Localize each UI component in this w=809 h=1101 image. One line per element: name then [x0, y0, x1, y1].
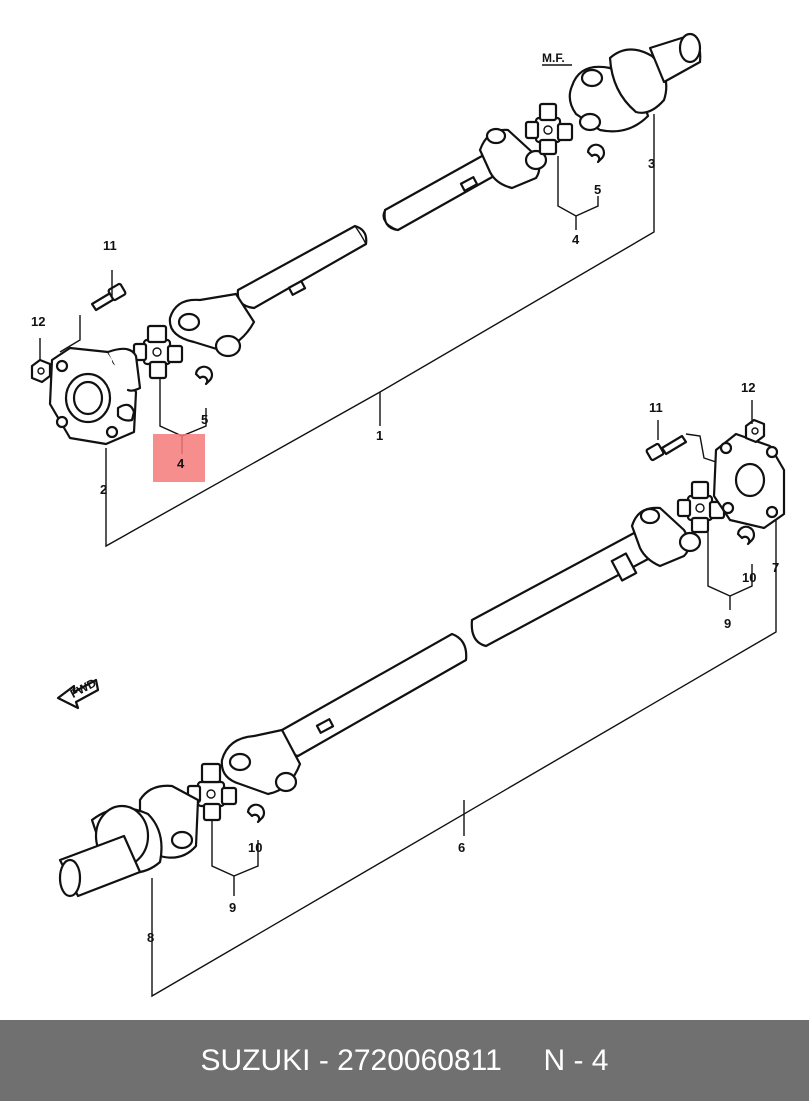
callout-11-left: 11	[103, 238, 117, 253]
callout-11-right: 11	[649, 400, 663, 415]
callout-4-top: 4	[572, 232, 580, 247]
mf-mark: M.F.	[542, 51, 565, 65]
callout-10-right: 10	[742, 570, 756, 585]
lower-tube-left-yoke	[220, 728, 302, 796]
lower-right-nut	[744, 418, 766, 444]
lower-shaft-tube	[280, 530, 652, 758]
upper-left-bolt	[90, 282, 127, 312]
lower-right-bolt	[645, 434, 688, 462]
callout-5-mid: 5	[201, 412, 208, 427]
upper-tube-left-yoke	[168, 292, 256, 358]
callout-5-top: 5	[594, 182, 601, 197]
flange-yoke	[568, 32, 702, 133]
callout-12-right: 12	[741, 380, 755, 395]
upper-shaft-assembly: M.F.	[30, 32, 702, 548]
upper-tube-right-yoke	[478, 127, 548, 190]
part-number-footer: SUZUKI - 2720060811 N - 4	[0, 1020, 809, 1101]
callout-2: 2	[100, 482, 107, 497]
callout-10-left: 10	[248, 840, 262, 855]
callout-9-right: 9	[724, 616, 731, 631]
lower-left-snap-ring	[246, 803, 265, 824]
callout-7: 7	[772, 560, 779, 575]
upper-left-nut	[30, 358, 52, 384]
callout-6: 6	[458, 840, 465, 855]
callout-9-left: 9	[229, 900, 236, 915]
lower-flange-yoke	[712, 432, 786, 530]
callout-3: 3	[648, 156, 655, 171]
sleeve-yoke	[58, 784, 200, 898]
callout-12-left: 12	[31, 314, 45, 329]
footer-text: SUZUKI - 2720060811 N - 4	[200, 1043, 609, 1077]
callout-1: 1	[376, 428, 383, 443]
callout-numbers: 1 2 3 4 4 5 5 6 7 8 9 9 10 10 11 11 12 1…	[31, 156, 779, 945]
lower-right-snap-ring	[736, 525, 755, 546]
propeller-shaft-diagram: M.F.	[30, 32, 786, 998]
upper-right-snap-ring	[586, 143, 605, 164]
lower-shaft-assembly: FWD	[56, 400, 786, 998]
upper-shaft-tube	[236, 154, 496, 310]
callout-8: 8	[147, 930, 154, 945]
upper-left-snap-ring	[194, 365, 213, 386]
fwd-arrow-icon: FWD	[56, 676, 100, 710]
highlight-box	[153, 434, 205, 482]
lower-right-universal-joint	[676, 480, 726, 534]
upper-right-universal-joint	[524, 102, 574, 156]
lower-tube-right-yoke	[630, 506, 702, 568]
companion-flange	[48, 346, 142, 446]
callout-4-mid: 4	[177, 456, 185, 471]
upper-left-universal-joint	[132, 324, 184, 380]
